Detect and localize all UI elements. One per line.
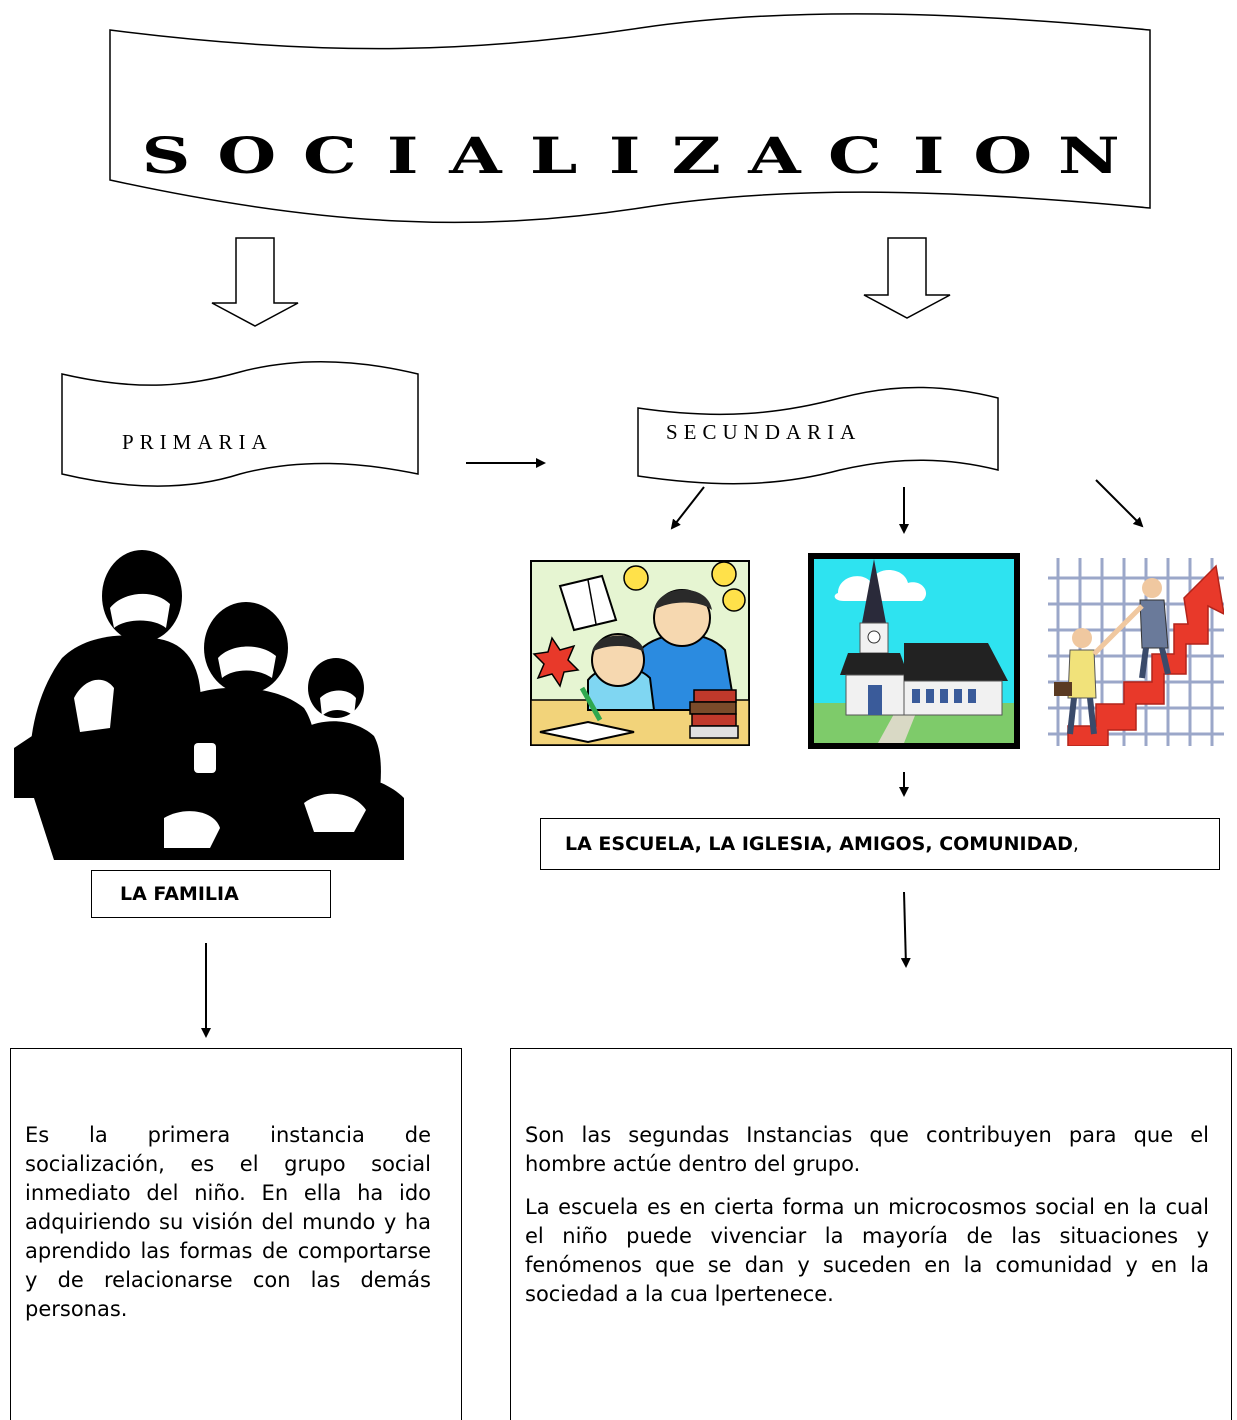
primaria-label: PRIMARIA (122, 430, 273, 454)
primaria-banner (61, 360, 419, 487)
success-stairs-illustration (1048, 558, 1224, 746)
secundaria-banner (637, 386, 999, 485)
title-banner (109, 13, 1151, 224)
title-letter: I (912, 125, 945, 185)
church-illustration (808, 553, 1020, 749)
title-letter: A (748, 125, 801, 185)
title-letter: C (828, 125, 883, 185)
secundaria-description-text-2: La escuela es en cierta forma un microco… (525, 1195, 1209, 1306)
secundaria-agents-suffix: , (1072, 833, 1079, 855)
family-silhouette-illustration (14, 550, 404, 860)
title-letter: O (217, 125, 277, 185)
hollow-arrow-right (863, 237, 951, 319)
arrow-to-school (670, 486, 705, 530)
primaria-description-box: Es la primera instancia de socialización… (10, 1048, 462, 1420)
arrow-to-secundaria-description (900, 891, 911, 968)
title-letter: S (141, 125, 191, 185)
title-letter: Z (671, 125, 721, 185)
secundaria-description-text-1: Son las segundas Instancias que contribu… (525, 1123, 1209, 1176)
title-letter: O (973, 125, 1033, 185)
title-letter: I (608, 125, 641, 185)
primaria-description-text: Es la primera instancia de socialización… (25, 1123, 431, 1321)
secundaria-label: SECUNDARIA (666, 420, 862, 444)
title-letter: C (303, 125, 358, 185)
title-letter: N (1058, 125, 1120, 185)
title-letter: L (530, 125, 578, 185)
arrow-to-success (1095, 479, 1144, 528)
la-familia-text: LA FAMILIA (120, 883, 239, 905)
title-letter: I (387, 125, 419, 185)
la-familia-label: LA FAMILIA (91, 870, 331, 918)
secundaria-description-box: Son las segundas Instancias que contribu… (510, 1048, 1232, 1420)
secundaria-agents-label: LA ESCUELA, LA IGLESIA, AMIGOS, COMUNIDA… (540, 818, 1220, 870)
hollow-arrow-left (211, 237, 299, 327)
title-letter: A (449, 125, 502, 185)
secundaria-agents-text: LA ESCUELA, LA IGLESIA, AMIGOS, COMUNIDA… (565, 833, 1073, 855)
school-study-illustration (530, 560, 750, 746)
